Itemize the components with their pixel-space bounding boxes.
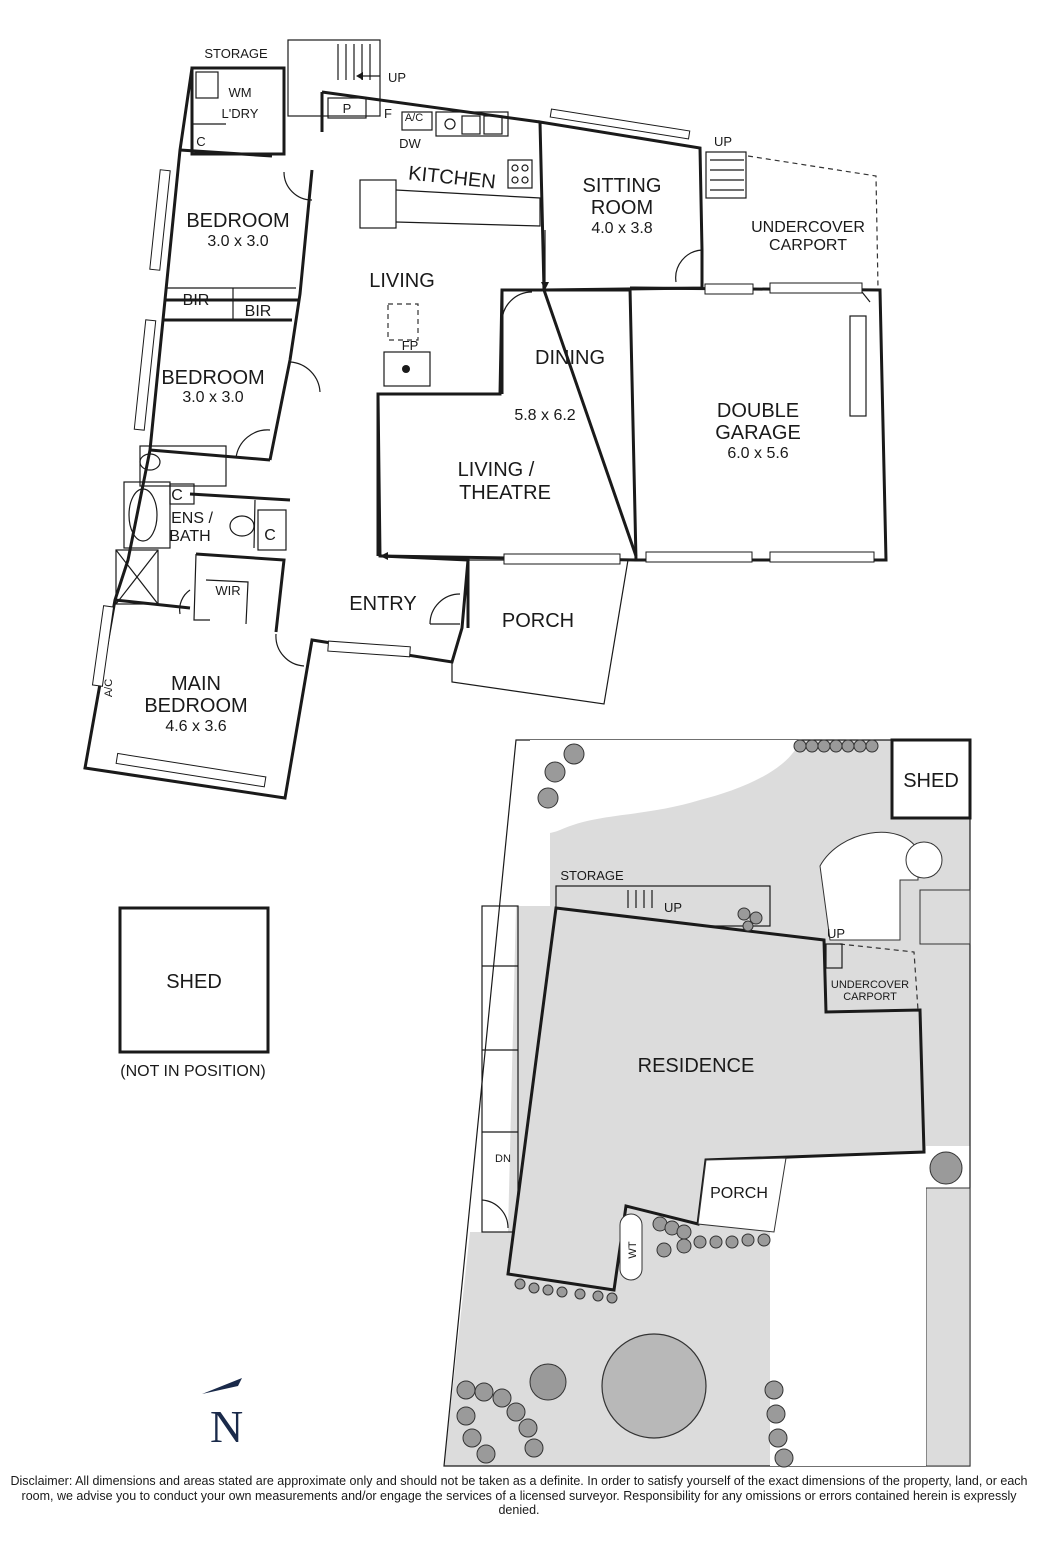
dim-garage: 6.0 x 5.6 (727, 445, 788, 462)
house-floor-plan (83, 39, 888, 800)
label-living-theatre-2: THEATRE (459, 482, 551, 504)
label-fireplace: FP (402, 338, 419, 353)
label-bir-2: BIR (245, 303, 272, 320)
label-pantry: P (343, 101, 352, 116)
label-storage: STORAGE (204, 46, 268, 61)
label-laundry: L'DRY (222, 106, 259, 121)
label-living: LIVING (369, 270, 435, 292)
label-bedroom-2: BEDROOM (161, 367, 264, 389)
site-label-up-2: UP (827, 926, 845, 941)
label-main-bedroom: MAIN (171, 673, 221, 695)
label-garage: DOUBLE (717, 400, 799, 422)
dim-living-dining: 5.8 x 6.2 (514, 407, 575, 424)
label-shed-note: (NOT IN POSITION) (120, 1063, 265, 1080)
label-dining: DINING (535, 347, 605, 369)
dim-bedroom-2: 3.0 x 3.0 (182, 389, 243, 406)
label-carport-2: CARPORT (769, 237, 847, 254)
label-wir: WIR (215, 583, 240, 598)
site-trees (456, 739, 963, 1468)
label-cupboard: C (196, 134, 205, 149)
shed-detached: SHED (NOT IN POSITION) (118, 906, 270, 1080)
label-dishwasher: DW (399, 136, 421, 151)
site-label-storage: STORAGE (560, 868, 624, 883)
label-sitting-room: SITTING (583, 175, 662, 197)
label-entry: ENTRY (349, 593, 416, 615)
dim-sitting-room: 4.0 x 3.8 (591, 220, 652, 237)
label-up-carport: UP (714, 134, 732, 149)
site-label-porch: PORCH (710, 1185, 768, 1202)
label-porch: PORCH (502, 610, 574, 632)
label-up-top: UP (388, 70, 406, 85)
floor-plan: STORAGE WM L'DRY C UP P F A/C DW KITCHEN… (83, 39, 972, 1468)
label-ac-main: A/C (103, 679, 115, 697)
disclaimer-text: Disclaimer: All dimensions and areas sta… (10, 1474, 1028, 1517)
floor-plan-labels: STORAGE WM L'DRY C UP P F A/C DW KITCHEN… (103, 46, 865, 735)
label-cupboard-3: C (264, 527, 276, 544)
label-ac-kitchen: A/C (405, 112, 423, 124)
dim-bedroom-1: 3.0 x 3.0 (207, 233, 268, 250)
label-wm: WM (228, 85, 251, 100)
label-ensuite: ENS / (171, 510, 213, 527)
north-arrow: N (198, 1376, 258, 1456)
site-plan: SHED STORAGE UP UP UNDERCOVER CARPORT RE… (443, 738, 972, 1468)
site-shed (890, 738, 972, 820)
label-garage-2: GARAGE (715, 422, 801, 444)
top-stairs (287, 39, 381, 117)
dim-main-bedroom: 4.6 x 3.6 (165, 718, 226, 735)
label-sitting-room-2: ROOM (591, 197, 653, 219)
outer-walls (83, 67, 704, 800)
site-label-shed: SHED (903, 770, 959, 792)
label-ensuite-2: BATH (169, 528, 210, 545)
site-label-water-tank: WT (627, 1241, 639, 1258)
label-kitchen: KITCHEN (407, 162, 497, 193)
label-bedroom-1: BEDROOM (186, 210, 289, 232)
label-main-bedroom-2: BEDROOM (144, 695, 247, 717)
north-arrow-icon (202, 1378, 242, 1394)
label-living-theatre: LIVING / (458, 459, 535, 481)
label-cupboard-2: C (171, 487, 183, 504)
label-carport: UNDERCOVER (751, 219, 865, 236)
label-bir-1: BIR (183, 292, 210, 309)
stair-treads (337, 44, 380, 80)
carport-stairs (705, 151, 747, 199)
north-label: N (210, 1401, 244, 1452)
site-label-residence: RESIDENCE (638, 1055, 755, 1077)
label-shed: SHED (166, 971, 222, 993)
site-label-carport-2: CARPORT (843, 991, 897, 1003)
label-fridge: F (384, 106, 392, 121)
site-label-dn: DN (495, 1153, 511, 1165)
site-label-carport: UNDERCOVER (831, 979, 909, 991)
site-label-up-1: UP (664, 900, 682, 915)
